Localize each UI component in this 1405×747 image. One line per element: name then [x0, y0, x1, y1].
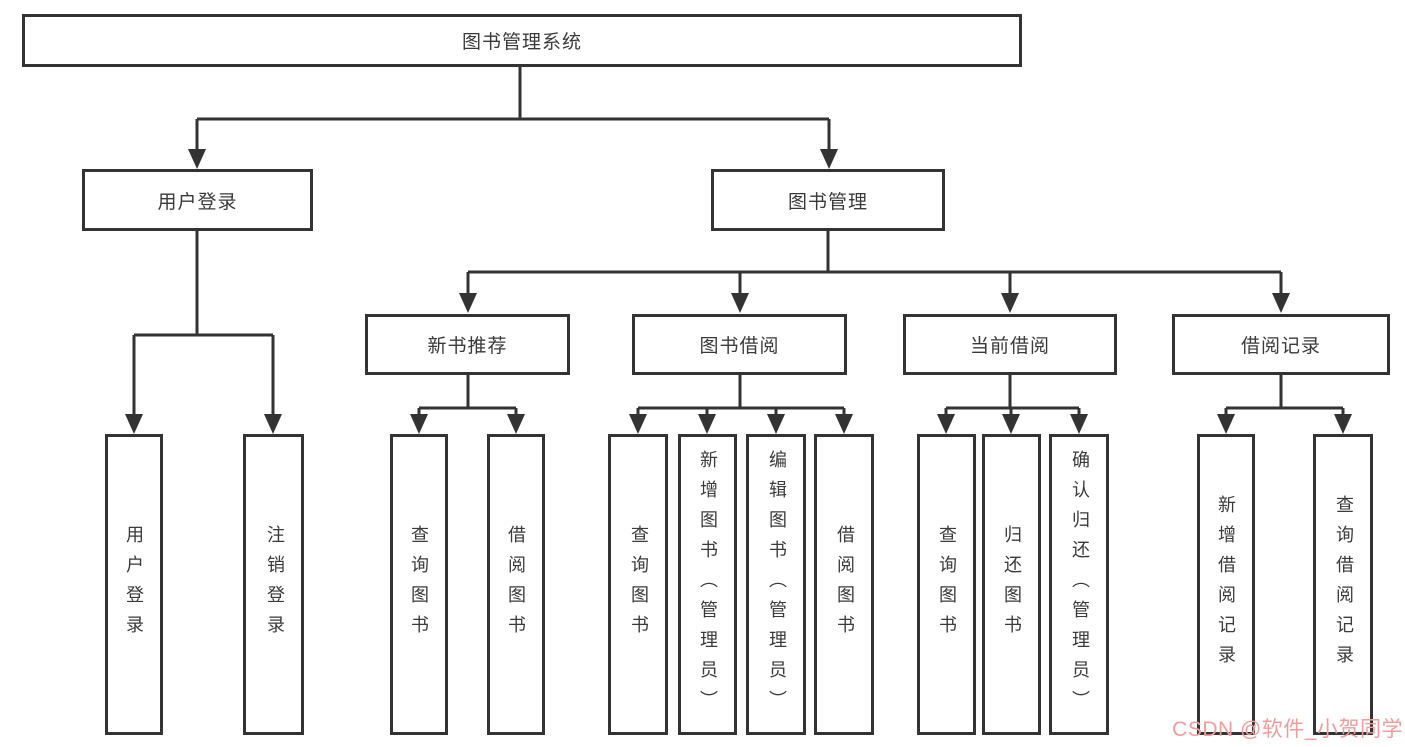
leaf-query-books-current: 查询图书	[917, 434, 976, 735]
leaf-confirm-return-admin: 确认归还（管理员）	[1049, 434, 1109, 735]
node-book-management: 图书管理	[711, 169, 945, 231]
node-library-system: 图书管理系统	[22, 14, 1022, 67]
node-book-borrow: 图书借阅	[632, 314, 847, 375]
node-current-borrow-label: 当前借阅	[969, 336, 1050, 357]
leaf-add-borrow-record: 新增借阅记录	[1197, 434, 1255, 735]
leaf-borrow-books-recommend: 借阅图书	[487, 434, 545, 735]
node-user-login-branch: 用户登录	[82, 169, 313, 231]
connector-path	[132, 67, 1345, 418]
leaf-query-borrow-record: 查询借阅记录	[1313, 434, 1373, 735]
node-library-system-label: 图书管理系统	[461, 32, 582, 53]
node-book-borrow-label: 图书借阅	[699, 336, 780, 357]
node-borrow-records: 借阅记录	[1172, 314, 1390, 375]
leaf-borrow-books: 借阅图书	[814, 434, 874, 735]
node-borrow-records-label: 借阅记录	[1240, 336, 1321, 357]
leaf-query-books-borrow: 查询图书	[608, 434, 668, 735]
watermark-text: CSDN @软件_小贺同学	[1172, 718, 1403, 741]
node-user-login-branch-label: 用户登录	[157, 191, 238, 213]
leaf-edit-book-admin: 编辑图书（管理员）	[746, 434, 806, 735]
node-current-borrow: 当前借阅	[903, 314, 1117, 375]
leaf-return-book: 归还图书	[982, 434, 1041, 735]
arrowheads	[125, 149, 1352, 434]
leaf-query-books-recommend: 查询图书	[390, 434, 448, 735]
leaf-user-login: 用户登录	[105, 434, 163, 735]
node-book-management-label: 图书管理	[787, 191, 868, 213]
leaf-logout: 注销登录	[243, 434, 304, 735]
node-new-book-recommend: 新书推荐	[365, 314, 570, 375]
leaf-add-book-admin: 新增图书（管理员）	[678, 434, 737, 735]
node-new-book-recommend-label: 新书推荐	[427, 336, 508, 357]
